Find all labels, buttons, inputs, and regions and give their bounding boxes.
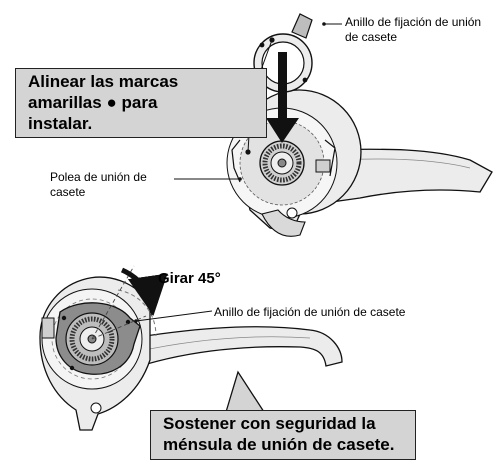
yellow-mark-icon: ● <box>106 93 117 112</box>
callout-align-line1: Alinear las marcas <box>28 72 179 91</box>
rotate-label: Girar 45° <box>158 270 221 287</box>
callout-hold-bracket: Sostener con seguridad la ménsula de uni… <box>150 410 416 460</box>
pulley-label: Polea de unión de casete <box>50 170 147 199</box>
pulley-gear-top <box>259 140 305 186</box>
callout-align-marks: Alinear las marcas amarillas ● para inst… <box>15 68 267 138</box>
callout-pointer-bottom <box>225 370 265 413</box>
callout-hold-line1: Sostener con seguridad la <box>163 414 376 433</box>
callout-align-line2: amarillas ● para <box>28 93 158 112</box>
callout-align-line3: instalar. <box>28 114 93 133</box>
insert-arrow-shaft <box>278 52 287 120</box>
bracket-arm-bottom <box>119 326 343 371</box>
ring-bottom-label: Anillo de fijación de unión de casete <box>214 305 406 319</box>
fixing-ring-bottom <box>55 302 141 375</box>
ring-top-label: Anillo de fijación de unión de casete <box>345 15 482 44</box>
insert-arrow-icon <box>266 118 299 143</box>
callout-hold-line2: ménsula de unión de casete. <box>163 435 395 454</box>
